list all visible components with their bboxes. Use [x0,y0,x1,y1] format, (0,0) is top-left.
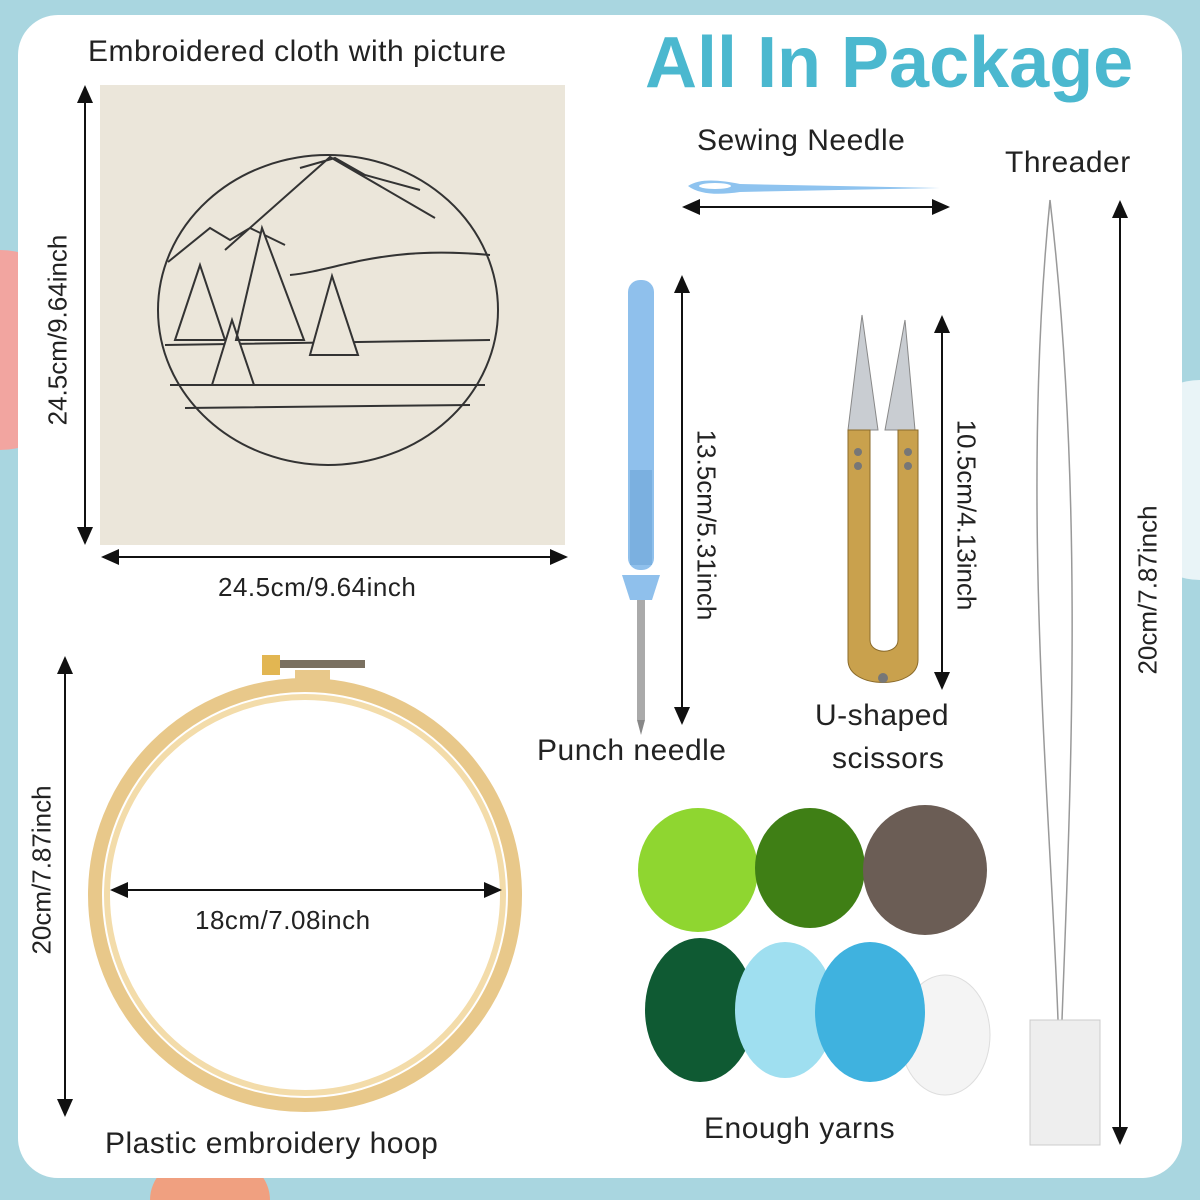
threader-label: Threader [1005,146,1131,179]
threader-length-label: 20cm/7.87inch [1132,505,1163,675]
punch-needle-image [622,280,660,735]
punch-needle-label: Punch needle [537,734,727,767]
cloth-label: Embroidered cloth with picture [88,35,507,68]
embroidery-cloth-image [100,85,565,545]
hoop-inner-label: 18cm/7.08inch [195,905,371,935]
sewing-needle-label: Sewing Needle [697,124,906,157]
embroidery-hoop-image [88,655,522,1112]
hoop-outer-label: 20cm/7.87inch [26,785,57,955]
cloth-height-label: 24.5cm/9.64inch [42,234,73,426]
cloth-width-label: 24.5cm/9.64inch [218,572,417,602]
scissors-label-line1: U-shaped [815,699,950,732]
yarns-label: Enough yarns [704,1112,896,1145]
u-shaped-scissors-image [847,314,919,683]
yarn-balls-image [638,805,991,1096]
punch-needle-length-label: 13.5cm/5.31inch [691,429,722,621]
threader-image [1029,199,1101,1146]
page-title: All In Package [645,23,1134,103]
hoop-label: Plastic embroidery hoop [105,1127,439,1160]
sewing-needle-image [688,180,940,194]
scissors-length-label: 10.5cm/4.13inch [951,419,982,611]
scissors-label-line2: scissors [832,742,945,775]
